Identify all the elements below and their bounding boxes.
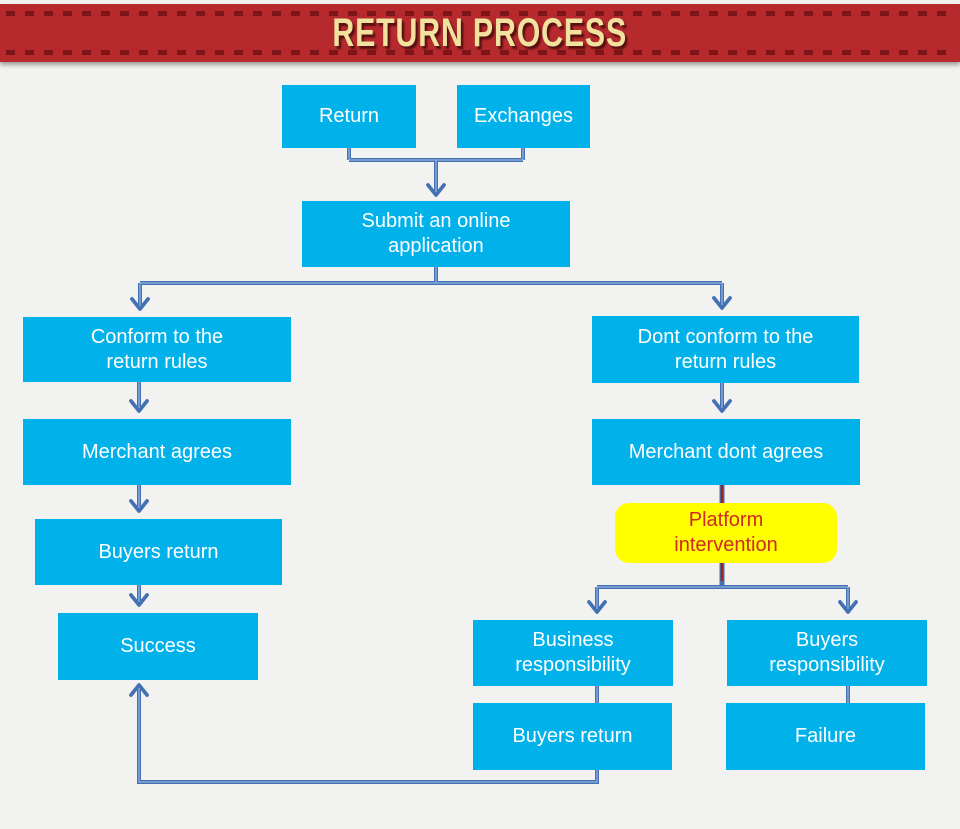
node-exchanges: Exchanges xyxy=(457,85,590,148)
node-buyers-return-right: Buyers return xyxy=(473,703,672,770)
node-buyers-responsibility: Buyers responsibility xyxy=(727,620,927,686)
node-merchant-agrees: Merchant agrees xyxy=(23,419,291,485)
node-return: Return xyxy=(282,85,416,148)
node-conform-to-rules: Conform to the return rules xyxy=(23,317,291,382)
node-business-responsibility: Business responsibility xyxy=(473,620,673,686)
node-buyers-return-left: Buyers return xyxy=(35,519,282,585)
node-merchant-dont-agrees: Merchant dont agrees xyxy=(592,419,860,485)
node-dont-conform-to-rules: Dont conform to the return rules xyxy=(592,316,859,383)
node-success: Success xyxy=(58,613,258,680)
page-title: RETURN PROCESS xyxy=(332,10,628,55)
title-banner: RETURN PROCESS xyxy=(0,4,960,62)
node-failure: Failure xyxy=(726,703,925,770)
node-submit-application: Submit an online application xyxy=(302,201,570,267)
node-platform-intervention: Platform intervention xyxy=(615,503,837,563)
